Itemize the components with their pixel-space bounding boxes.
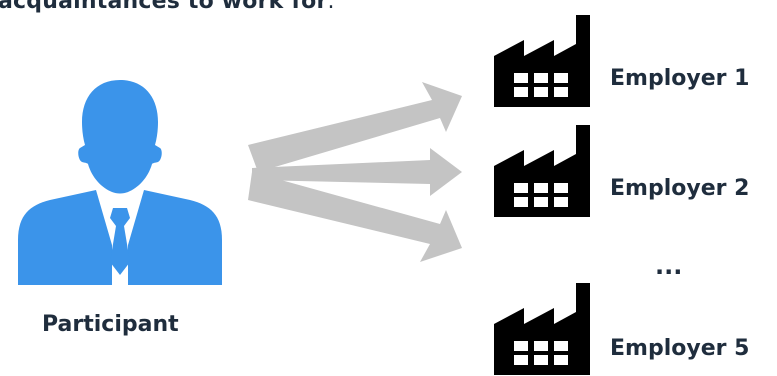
arrow-to-employer-5 [248, 172, 462, 262]
person-tie [110, 208, 130, 275]
factory-icon [494, 125, 590, 217]
arrow-to-employer-1 [248, 82, 462, 172]
factory-icon [494, 15, 590, 107]
person-head [78, 80, 162, 194]
person-icon [18, 80, 222, 285]
employer-2-label: Employer 2 [610, 176, 750, 201]
employer-5-label: Employer 5 [610, 336, 750, 361]
caption-bold: acquaintances to work for [0, 0, 328, 14]
employer-1-label: Employer 1 [610, 66, 750, 91]
ellipsis: ... [655, 252, 683, 280]
caption-text: acquaintances to work for. [0, 0, 335, 14]
person-body-right [128, 190, 222, 285]
arrow-to-employer-2 [252, 148, 462, 196]
person-body-left [18, 190, 112, 285]
caption-tail: . [327, 0, 335, 14]
participant-label: Participant [42, 312, 179, 337]
arrows-group [248, 82, 462, 262]
factory-icon [494, 283, 590, 375]
